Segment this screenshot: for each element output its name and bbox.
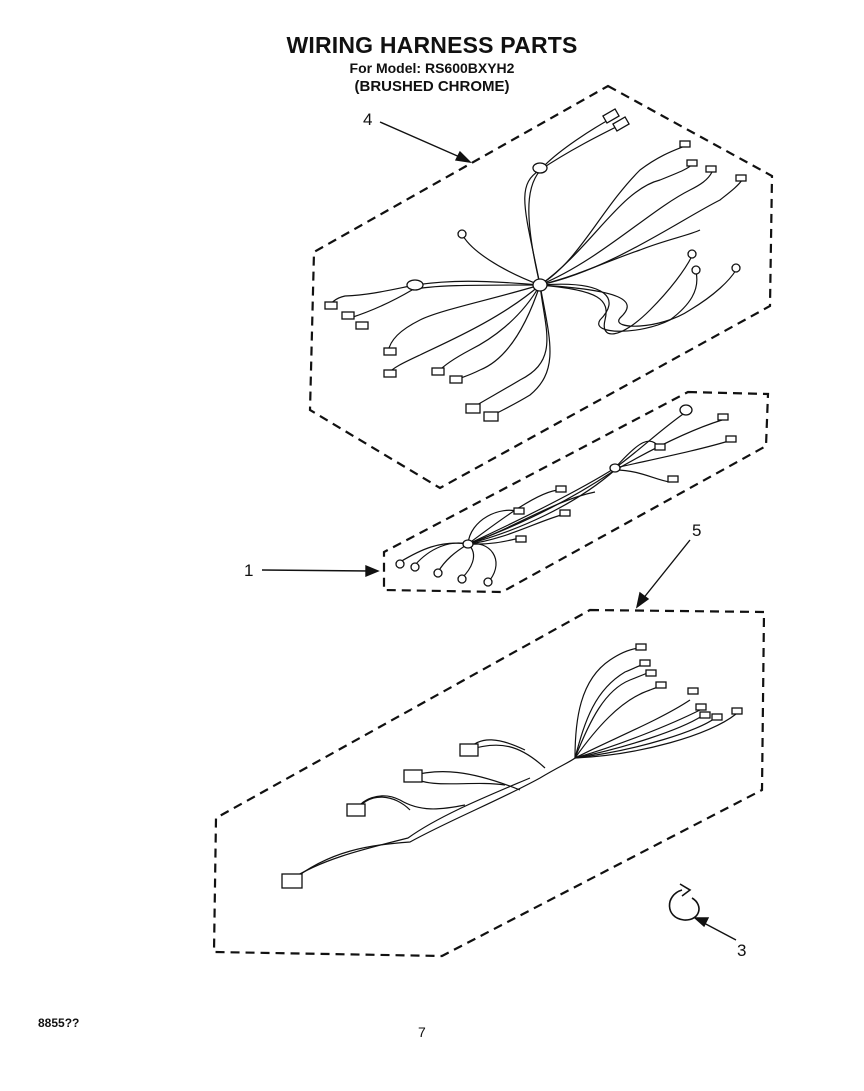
leader-lines xyxy=(261,121,737,941)
harness-4-outline xyxy=(308,84,774,490)
finish-line: (BRUSHED CHROME) xyxy=(354,78,510,95)
callout-1: 1 xyxy=(244,561,254,580)
page-number: 7 xyxy=(418,1024,426,1040)
harness-5-connectors xyxy=(281,643,743,889)
harness-1 xyxy=(399,411,733,581)
model-line: For Model: RS600BXYH2 xyxy=(349,60,515,76)
callout-3: 3 xyxy=(737,941,747,960)
harness-5-outline xyxy=(212,608,766,958)
harness-1-connectors xyxy=(395,404,737,587)
page-title: WIRING HARNESS PARTS xyxy=(286,32,578,58)
callout-5: 5 xyxy=(692,521,702,540)
harness-4-connectors xyxy=(324,108,747,422)
callout-4: 4 xyxy=(363,110,373,129)
clip-part-3 xyxy=(668,883,700,921)
harness-5 xyxy=(289,647,737,883)
footer-code: 8855?? xyxy=(38,1016,80,1030)
harness-1-outline xyxy=(382,390,770,594)
harness-4 xyxy=(327,117,743,419)
